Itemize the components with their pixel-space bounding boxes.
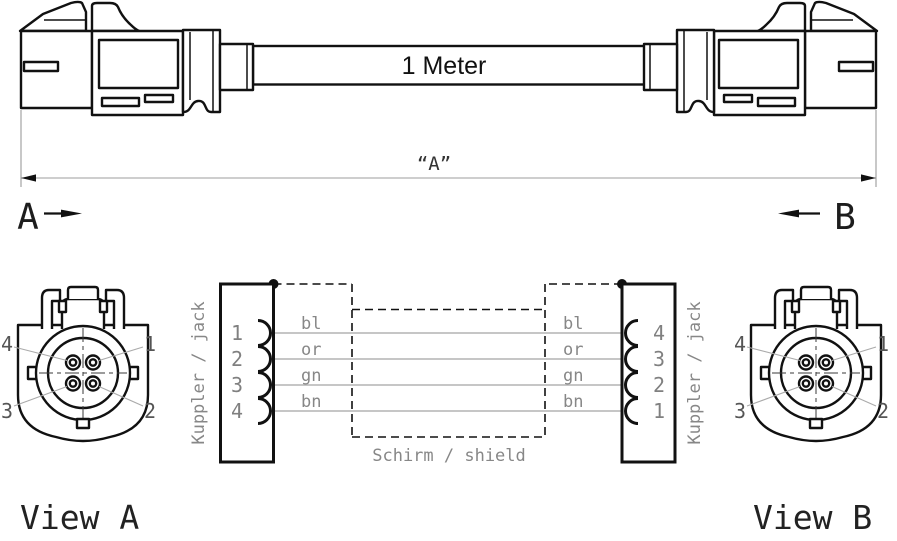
left-pin-number: 2 [231,347,243,371]
dimension-label: “A” [417,153,451,175]
shield-outline [273,283,622,438]
dimension-a: “A” [20,110,877,187]
dim-arrow-left [21,174,36,182]
right-pin-number: 2 [653,373,665,397]
wire-color-label: gn [301,366,321,386]
right-pin-number: 3 [653,347,665,371]
right-connector-label: Kuppler / jack [685,301,705,444]
view-a-pin-3: 3 [1,399,13,423]
wiring-left-connector-block [219,282,275,464]
connector-a-side-view [18,0,255,117]
view-b-title: View B [753,498,872,537]
cable-length-label: 1 Meter [402,52,487,80]
view-a-pin-4: 4 [1,332,13,356]
right-pin-number: 1 [653,399,665,423]
wire-color-label: or [563,340,583,360]
view-direction-a: A [17,197,82,238]
left-pin-number: 1 [231,321,243,345]
right-pin-number: 4 [653,321,665,345]
cable-assembly-side-view: 1 Meter [18,0,879,117]
view-b-pin-1: 1 [877,332,889,356]
dim-arrow-right [861,174,876,182]
wiring-schematic: Schirm / shield Kuppler / jack Kuppler /… [189,279,705,466]
wire-color-label: bn [563,392,583,412]
wire-color-label: bl [301,314,321,334]
view-a-title: View A [20,498,139,537]
view-a-pin-2: 2 [144,399,156,423]
wire-color-label: bn [301,392,321,412]
wire-color-label: or [301,340,321,360]
view-b-pin-4: 4 [734,332,746,356]
end-b-letter: B [834,197,856,238]
connector-b-side-view [642,0,879,117]
wire-color-label: bl [563,314,583,334]
end-a-letter: A [17,197,39,238]
view-b-pin-2: 2 [877,399,889,423]
arrow-b-icon [778,209,799,218]
left-connector-label: Kuppler / jack [189,301,209,444]
view-a-connector-face: 4 1 3 2 View A [1,285,156,537]
left-pin-number: 3 [231,373,243,397]
left-pin-number: 4 [231,399,243,423]
arrow-a-icon [61,209,82,218]
view-b-connector-face: 4 1 3 2 View B [734,285,889,537]
wiring-right-connector-block [620,282,677,464]
view-a-pin-1: 1 [144,332,156,356]
view-direction-b: B [778,197,856,238]
view-b-pin-3: 3 [734,399,746,423]
shield-label: Schirm / shield [372,446,526,466]
wire-color-label: gn [563,366,583,386]
